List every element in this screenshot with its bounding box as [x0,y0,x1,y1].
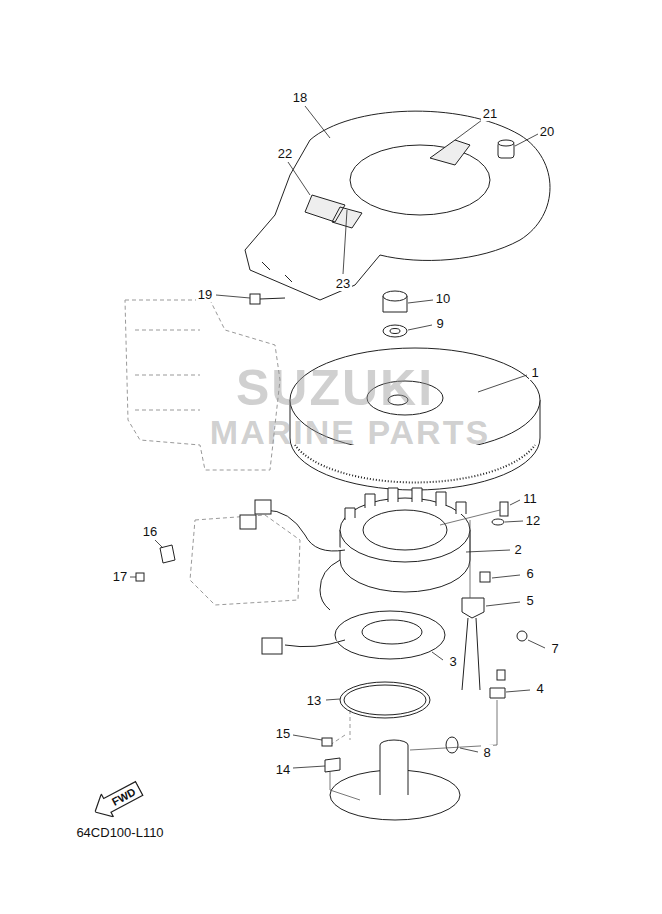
callout-number: 11 [521,491,539,506]
callout-number: 22 [276,146,294,161]
callout-number: 3 [447,654,458,669]
callout-number: 9 [434,316,445,331]
leader-lines [130,106,545,768]
bolt-19 [250,294,285,304]
flywheel-cover [245,111,550,300]
nut-10 [383,291,407,312]
ring-13 [340,682,430,718]
assembly-lines [330,510,500,800]
cap-nut-20 [498,140,514,158]
callout-number: 18 [291,90,309,105]
washer-9 [383,325,407,337]
stator-coil [240,488,470,610]
stator-base [330,740,460,820]
callout-number: 15 [274,726,292,741]
callout-number: 4 [534,681,545,696]
callout-number: 16 [141,524,159,539]
callout-number: 8 [481,745,492,760]
callout-number: 10 [434,291,452,306]
callout-number: 2 [512,542,523,557]
callout-number: 13 [305,693,323,708]
pulser-coil [262,611,445,659]
small-parts [136,502,527,772]
callout-number: 1 [529,365,540,380]
callout-number: 17 [111,569,129,584]
diagram-code: 64CD100-L110 [76,826,163,839]
callout-number: 12 [524,513,542,528]
callout-number: 23 [334,276,352,291]
callout-number: 19 [196,287,214,302]
forward-arrow: FWD [89,777,146,824]
callout-number: 5 [524,593,535,608]
callout-number: 14 [274,762,292,777]
callout-number: 7 [549,641,560,656]
callout-number: 20 [538,124,556,139]
watermark: SUZUKI [236,363,434,413]
watermark: MARINE PARTS [210,415,490,449]
callout-number: 6 [524,566,535,581]
arrow-shape [89,777,145,823]
callout-number: 21 [481,106,499,121]
